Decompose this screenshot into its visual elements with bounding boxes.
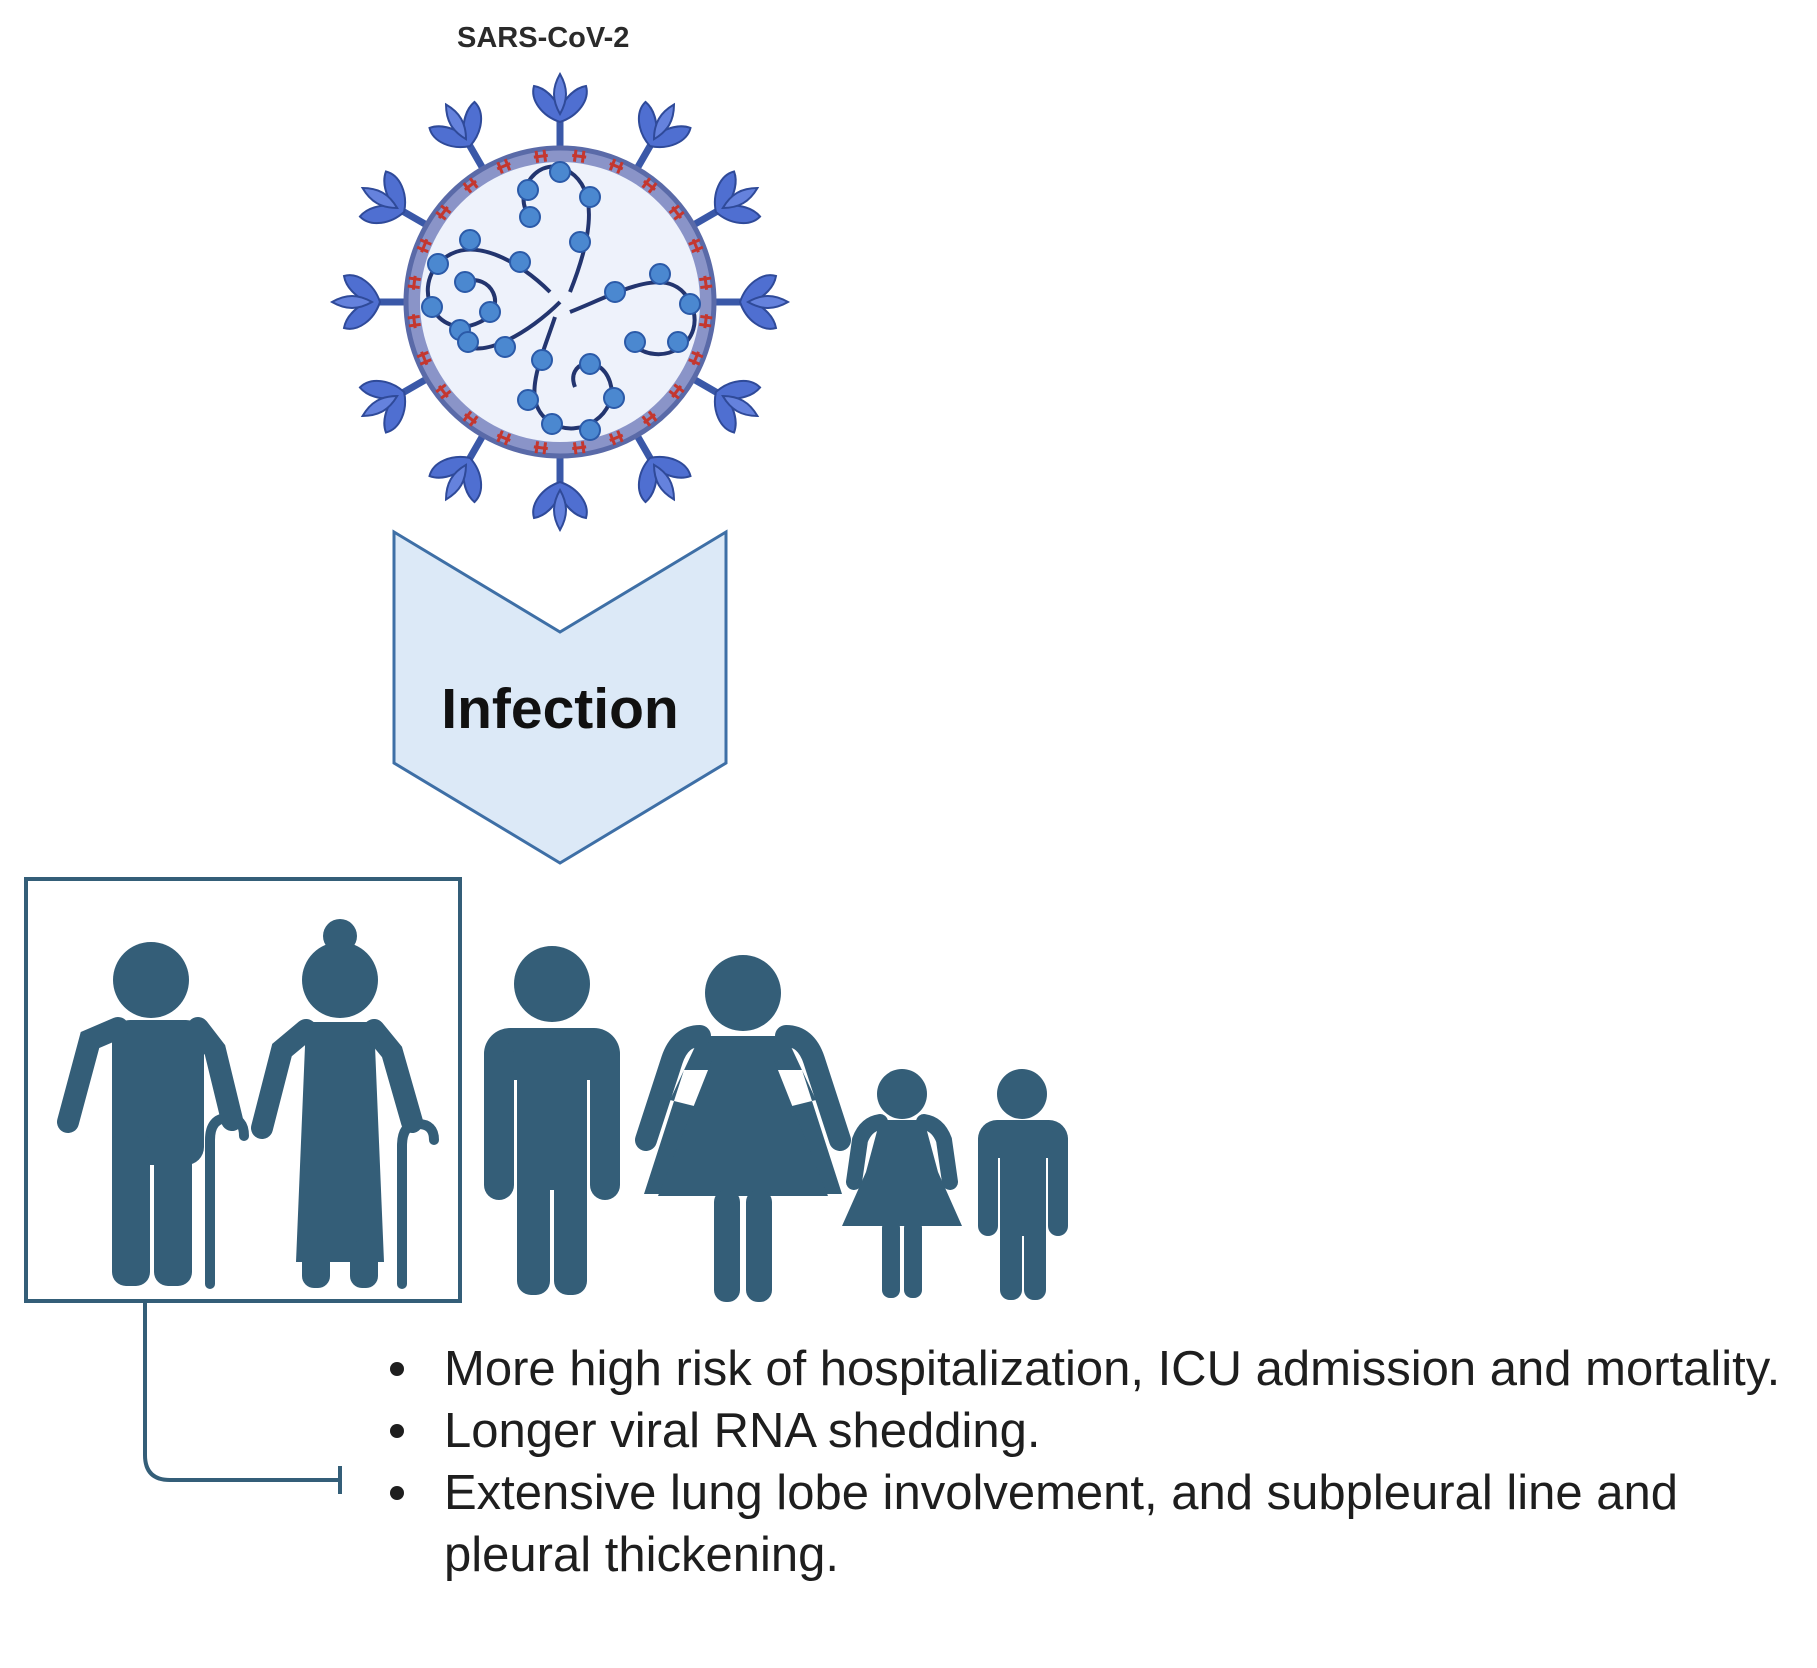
bullet-icon [390, 1362, 404, 1376]
outcome-text: Longer viral RNA shedding. [444, 1404, 1041, 1458]
nucleocapsid-bead [579, 419, 601, 441]
nucleocapsid-bead [459, 229, 481, 251]
infection-label: Infection [441, 677, 679, 741]
nucleocapsid-bead [531, 349, 553, 371]
connector-line [143, 1301, 340, 1482]
nucleocapsid-bead [509, 251, 531, 273]
bullet-icon [390, 1486, 404, 1500]
nucleocapsid-bead [667, 331, 689, 353]
nucleocapsid-bead [427, 253, 449, 275]
nucleocapsid-bead [457, 331, 479, 353]
nucleocapsid-bead [679, 293, 701, 315]
girl-icon [842, 1069, 962, 1298]
nucleocapsid-bead [517, 179, 539, 201]
outcome-text: Extensive lung lobe involvement, and sub… [444, 1466, 1678, 1582]
adult-woman-icon [635, 955, 851, 1302]
boy-icon [978, 1069, 1068, 1300]
bullet-icon [390, 1424, 404, 1438]
nucleocapsid-bead [603, 387, 625, 409]
elderly-woman-icon [251, 919, 439, 1289]
nucleocapsid-bead [454, 271, 476, 293]
outcome-item: Longer viral RNA shedding. [388, 1400, 1808, 1462]
nucleocapsid-bead [649, 263, 671, 285]
spike-protein [533, 74, 587, 152]
nucleocapsid-bead [494, 336, 516, 358]
nucleocapsid-bead [579, 186, 601, 208]
outcomes-list: More high risk of hospitalization, ICU a… [388, 1338, 1808, 1586]
spike-protein [332, 275, 410, 329]
nucleocapsid-bead [517, 389, 539, 411]
nucleocapsid-bead [421, 296, 443, 318]
elderly-man-icon [57, 942, 249, 1289]
nucleocapsid-bead [541, 413, 563, 435]
elderly-highlight-box [24, 877, 462, 1303]
nucleocapsid-bead [519, 206, 541, 228]
coronavirus-icon [332, 74, 788, 530]
outcome-item: Extensive lung lobe involvement, and sub… [388, 1462, 1808, 1586]
spike-protein [533, 452, 587, 530]
nucleocapsid-bead [549, 161, 571, 183]
nucleocapsid-bead [479, 301, 501, 323]
spike-protein [710, 275, 788, 329]
nucleocapsid-bead [624, 331, 646, 353]
outcome-item: More high risk of hospitalization, ICU a… [388, 1338, 1808, 1400]
adult-man-icon [484, 946, 620, 1295]
nucleocapsid-bead [604, 281, 626, 303]
nucleocapsid-bead [569, 231, 591, 253]
outcome-text: More high risk of hospitalization, ICU a… [444, 1342, 1781, 1396]
nucleocapsid-bead [579, 353, 601, 375]
virus-label: SARS-CoV-2 [457, 22, 630, 54]
infection-arrow: Infection [392, 529, 728, 865]
